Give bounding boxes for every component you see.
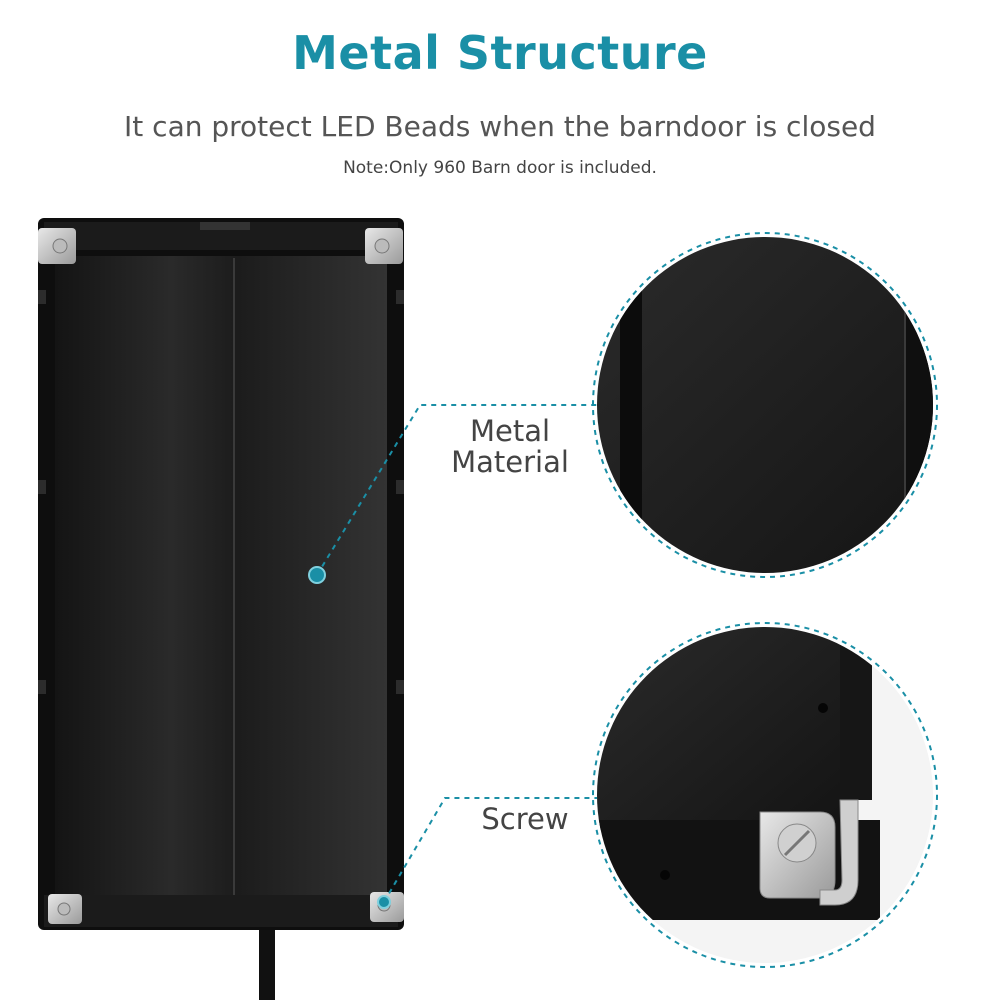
corner-bracket-top-right xyxy=(365,228,403,264)
page-subtitle: It can protect LED Beads when the barndo… xyxy=(124,110,876,143)
marker-dot-screw xyxy=(377,895,391,909)
callout-metal-line1: Metal xyxy=(469,414,551,448)
callout-metal-line2: Material xyxy=(451,445,569,479)
callout-metal-material: Metal Material xyxy=(440,416,580,478)
barndoor-panel xyxy=(38,218,404,930)
leader-line-screw xyxy=(383,797,600,903)
callout-screw: Screw xyxy=(470,804,580,835)
callout-screw-label: Screw xyxy=(481,802,569,836)
page-title: Metal Structure xyxy=(292,26,708,80)
corner-bracket-bottom-left xyxy=(48,894,82,924)
zoom-circle-screw xyxy=(592,622,938,968)
zoom-circle-metal xyxy=(592,232,938,578)
page-note: Note:Only 960 Barn door is included. xyxy=(343,158,657,178)
stand-pole xyxy=(259,925,275,1000)
corner-bracket-top-left xyxy=(38,228,76,264)
marker-dot-metal xyxy=(308,566,326,584)
